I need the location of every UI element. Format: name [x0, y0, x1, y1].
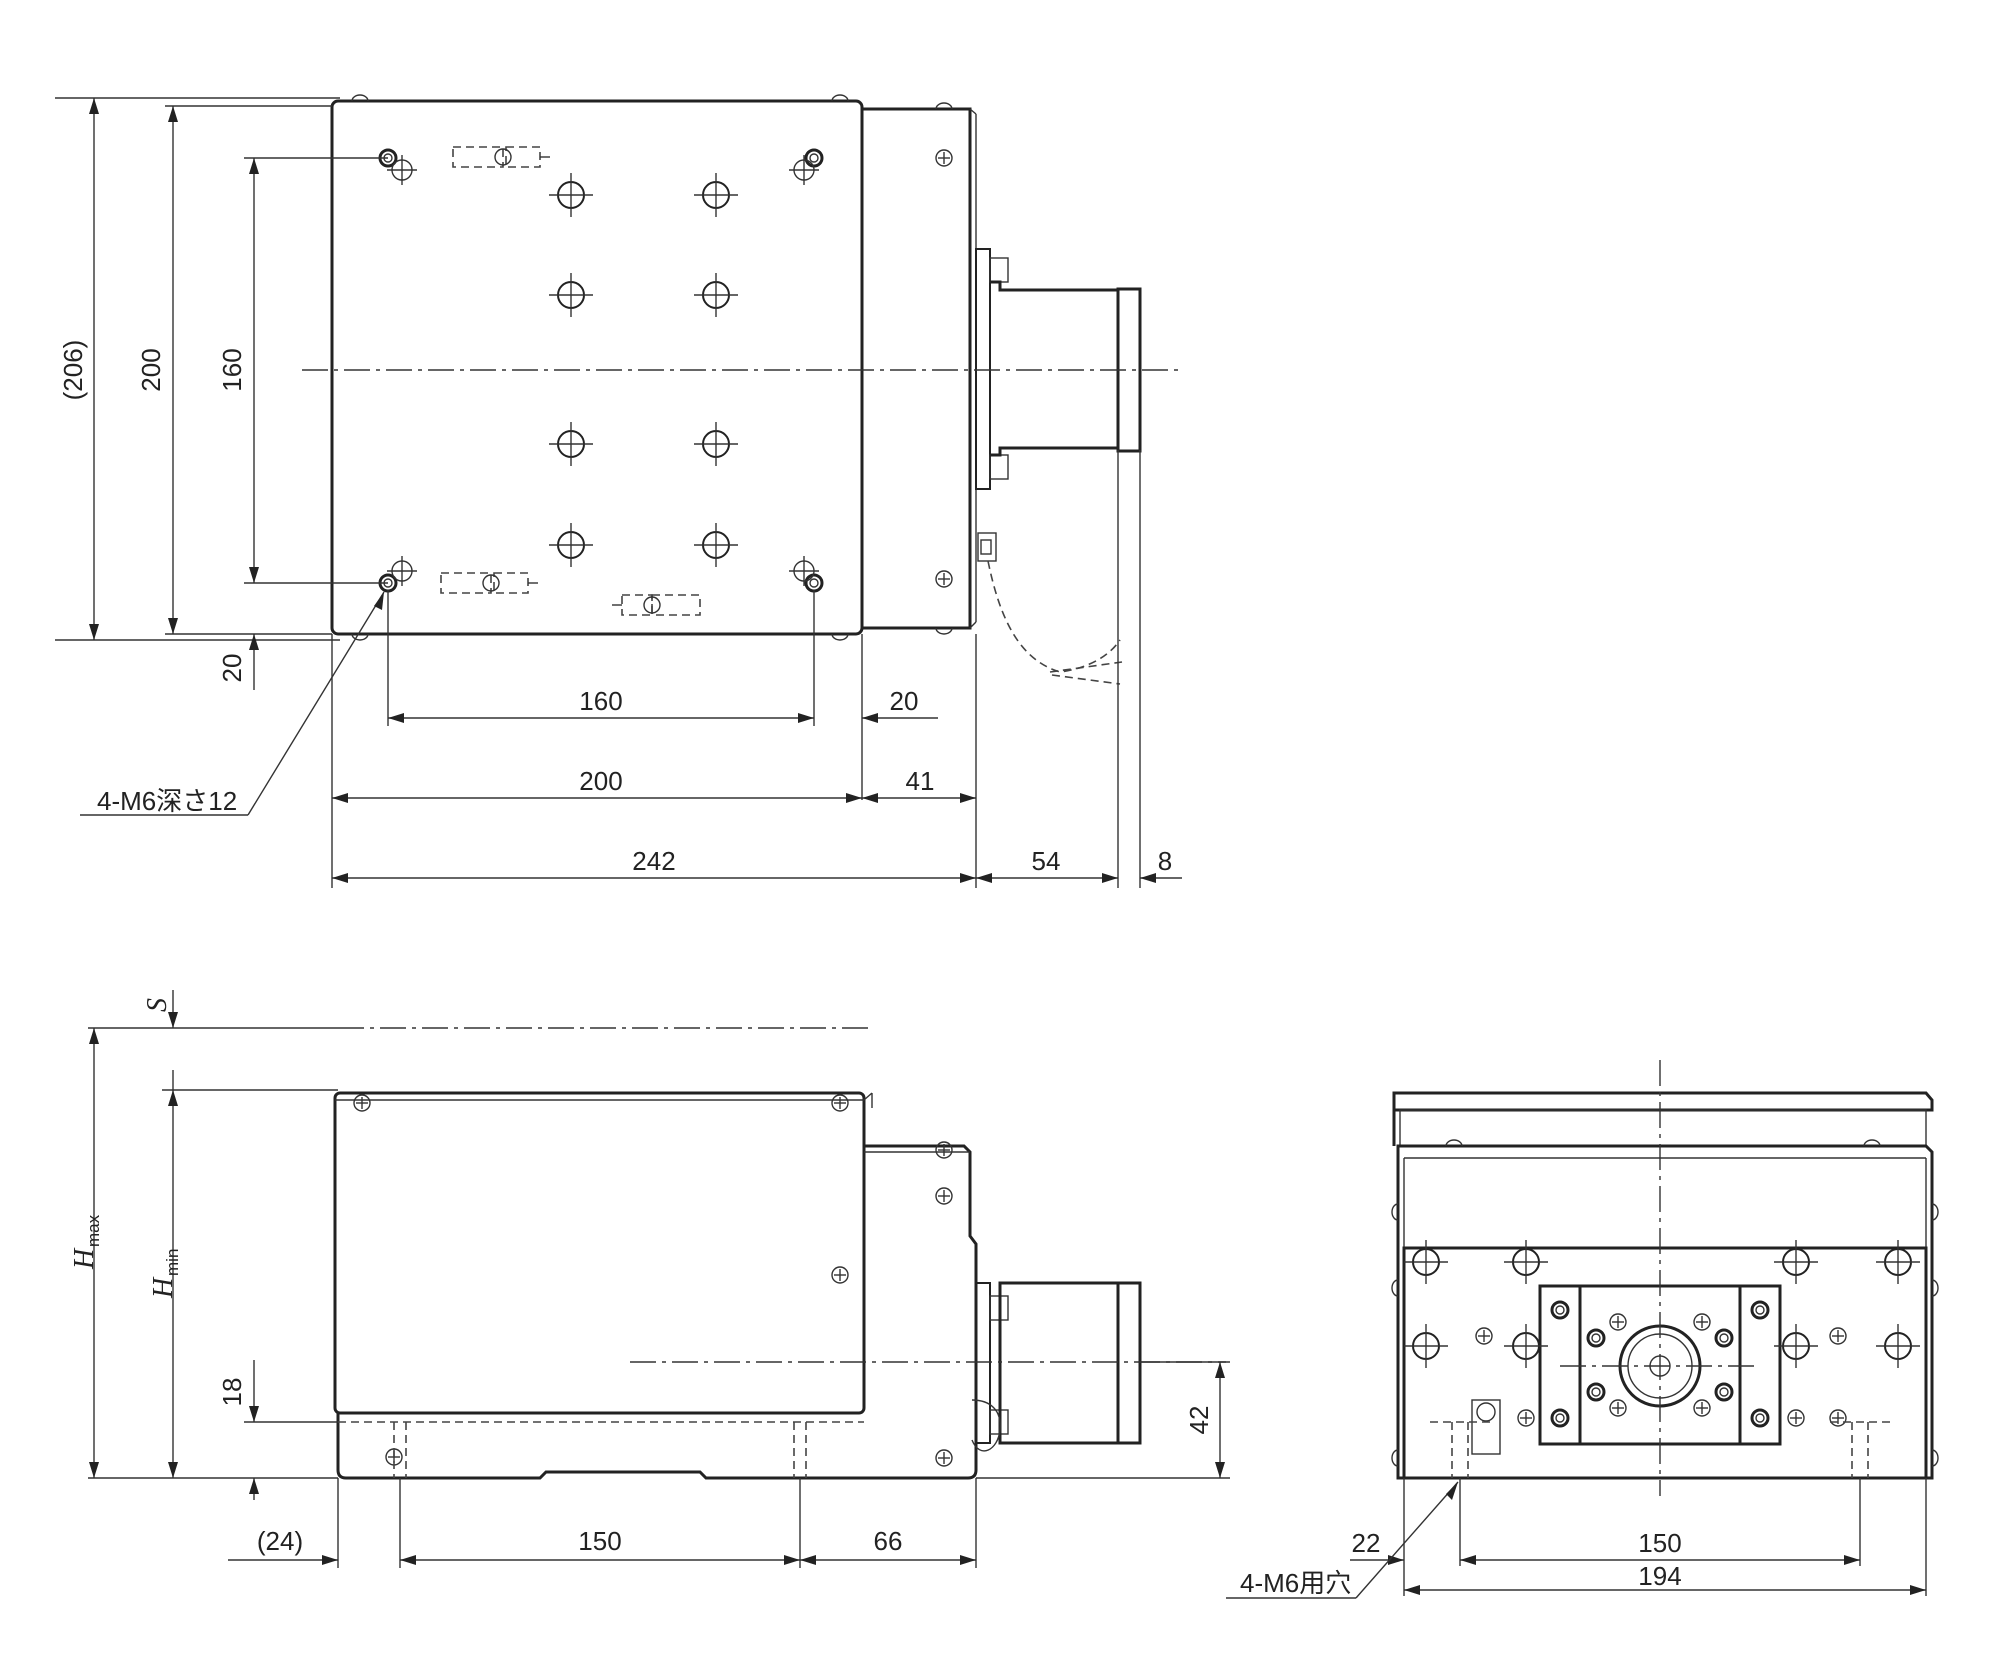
dim-hmax: H [69, 1247, 100, 1270]
note-mount-holes: 4-M6用穴 [1240, 1568, 1351, 1598]
limit-switch-top [452, 146, 550, 168]
front-table-body [333, 1091, 866, 1415]
top-view: (206) 200 160 20 160 20 200 41 242 54 8 … [55, 94, 1182, 888]
dim-hmin: H [148, 1276, 179, 1299]
dim-width-242: 242 [632, 846, 675, 876]
side-view: 22 150 194 4-M6用穴 [1226, 1060, 1939, 1599]
dim-width-200: 200 [579, 766, 622, 796]
dim-width-22: 22 [1352, 1528, 1381, 1558]
dim-width-150-side: 150 [1638, 1528, 1681, 1558]
dim-height-42: 42 [1184, 1406, 1214, 1435]
limit-switch-bottom-right [612, 594, 701, 616]
dim-width-20: 20 [890, 686, 919, 716]
dim-height-200: 200 [136, 348, 166, 391]
dim-width-160: 160 [579, 686, 622, 716]
dim-width-41: 41 [906, 766, 935, 796]
top-motor-housing [860, 107, 972, 630]
dim-width-150: 150 [578, 1526, 621, 1556]
side-body [1396, 1144, 1934, 1480]
front-motor [998, 1281, 1120, 1445]
note-tapped-holes: 4-M6深さ12 [97, 786, 237, 816]
limit-switch-bottom-left [440, 572, 538, 594]
top-table-plate [330, 99, 864, 636]
dim-height-206: (206) [58, 340, 88, 401]
dim-height-20: 20 [217, 654, 247, 683]
dim-width-54: 54 [1032, 846, 1061, 876]
dim-width-8: 8 [1158, 846, 1172, 876]
dim-height-18: 18 [217, 1378, 247, 1407]
dim-width-66: 66 [874, 1526, 903, 1556]
front-view: S H max H min 18 42 (24) 150 66 [69, 990, 1230, 1568]
front-base [336, 1144, 978, 1480]
dim-width-24: (24) [257, 1526, 303, 1556]
dim-stroke-s: S [142, 998, 173, 1012]
dim-width-194: 194 [1638, 1561, 1681, 1591]
dim-hmin-sub: min [163, 1249, 182, 1276]
dim-hmax-sub: max [84, 1214, 103, 1247]
dim-height-160: 160 [217, 348, 247, 391]
side-base [1402, 1246, 1928, 1480]
